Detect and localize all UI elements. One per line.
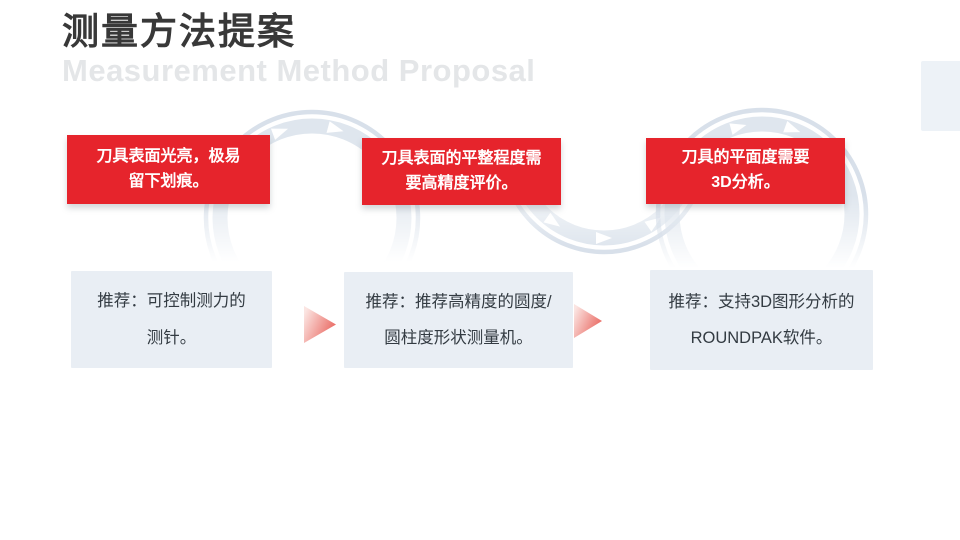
recommendation-text: ROUNDPAK软件。	[690, 329, 833, 347]
recommendation-box-3: 推荐：支持3D图形分析的 ROUNDPAK软件。	[650, 270, 873, 370]
recommendation-text: 圆柱度形状测量机。	[384, 329, 533, 347]
recommendation-text: 测针。	[146, 328, 197, 347]
recommendation-text: 推荐：可控制测力的	[97, 292, 246, 311]
problem-text: 要高精度评价。	[405, 174, 518, 192]
problem-text: 3D分析。	[711, 174, 780, 191]
problem-box-1: 刀具表面光亮，极易 留下划痕。	[67, 135, 270, 204]
problem-text: 刀具表面的平整程度需	[381, 149, 542, 167]
problem-box-2: 刀具表面的平整程度需 要高精度评价。	[362, 138, 561, 205]
recommendation-box-2: 推荐：推荐高精度的圆度/ 圆柱度形状测量机。	[344, 272, 573, 368]
recommendation-text: 推荐：支持3D图形分析的	[668, 292, 855, 311]
recommendation-box-1: 推荐：可控制测力的 测针。	[71, 271, 272, 368]
page-title: 测量方法提案	[62, 11, 296, 52]
problem-text: 留下划痕。	[128, 172, 209, 190]
problem-text: 刀具的平面度需要	[681, 149, 810, 167]
problem-box-3: 刀具的平面度需要 3D分析。	[646, 138, 845, 204]
slide-header: 测量方法提案 Measurement Method Proposal	[62, 10, 535, 86]
page-subtitle: Measurement Method Proposal	[62, 53, 536, 89]
recommendation-text: 推荐：推荐高精度的圆度/	[365, 292, 552, 311]
problem-text: 刀具表面光亮，极易	[96, 147, 241, 165]
corner-accent	[921, 61, 960, 131]
